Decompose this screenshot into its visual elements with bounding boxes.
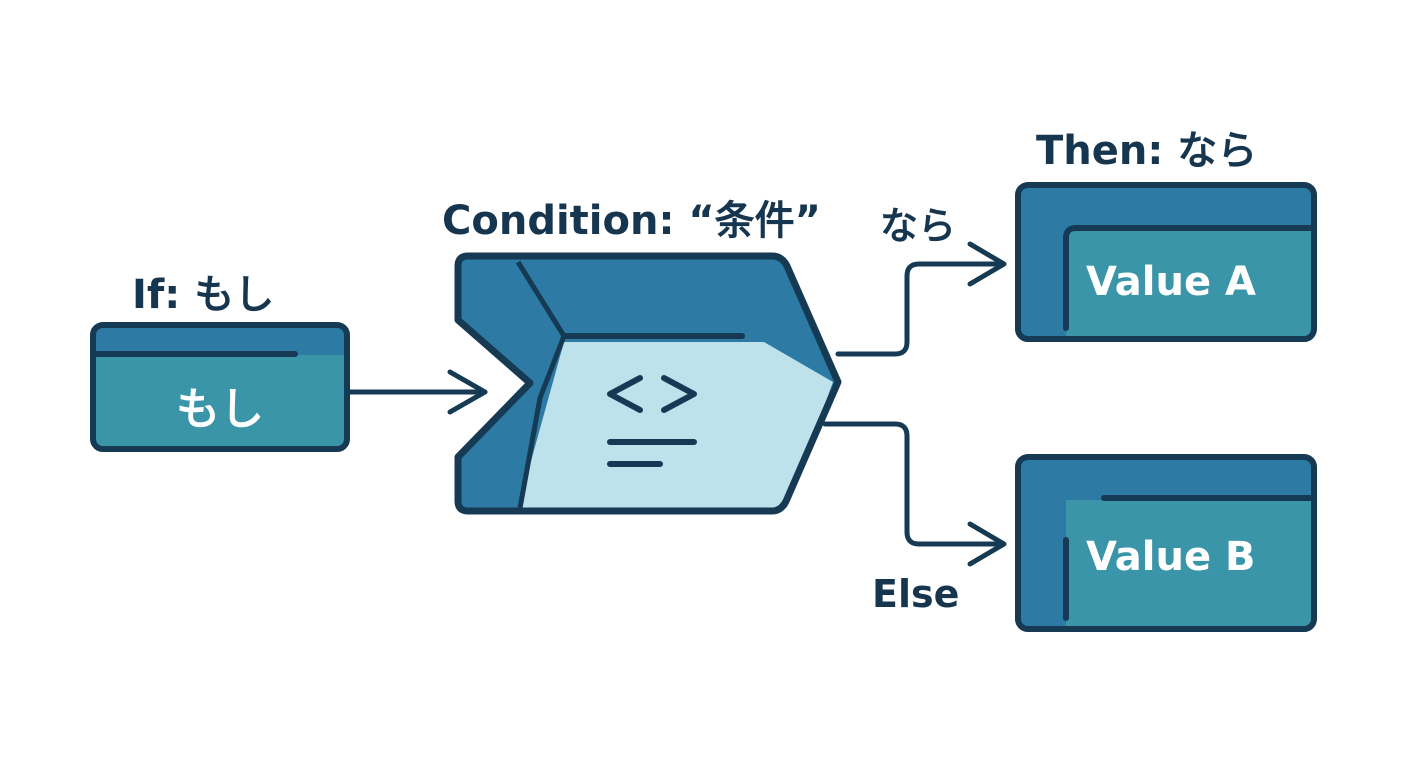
lines-icon	[607, 439, 697, 467]
condition-title: Condition: “条件”	[442, 198, 821, 244]
value-b-box	[1015, 454, 1317, 632]
arrow-else	[822, 421, 1007, 567]
if-title: If: もし	[132, 272, 275, 318]
if-box-text: もし	[176, 384, 264, 435]
else-branch-label: Else	[872, 572, 960, 616]
then-title: Then: なら	[1036, 128, 1258, 174]
value-b-text: Value B	[1086, 534, 1256, 580]
arrow-then	[835, 241, 1007, 357]
value-a-text: Value A	[1086, 259, 1256, 305]
condition-box	[454, 252, 842, 515]
nara-branch-label: なら	[880, 204, 957, 248]
code-brackets-icon	[607, 375, 697, 413]
value-a-box	[1015, 182, 1317, 342]
if-box	[90, 322, 350, 452]
arrow-if-to-condition	[344, 369, 488, 415]
